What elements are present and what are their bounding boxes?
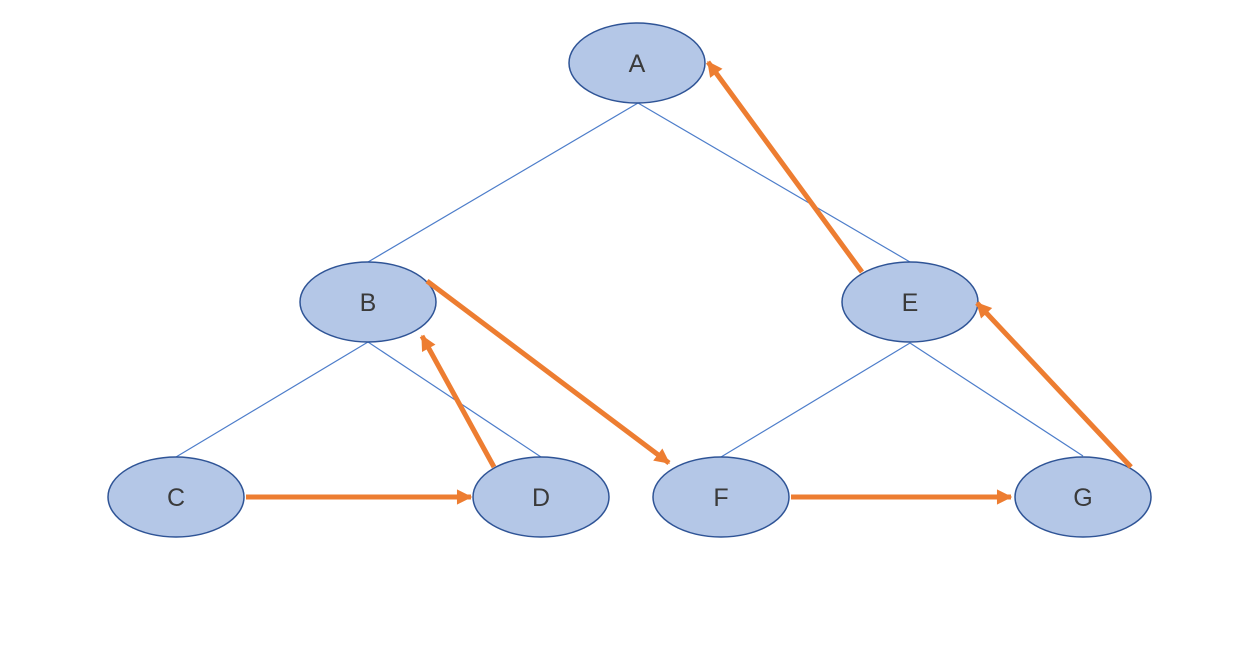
node-C: C [107, 456, 245, 538]
node-E-ellipse [841, 261, 979, 343]
node-D: D [472, 456, 610, 538]
tree-edge-E-G [909, 342, 1084, 457]
traversal-arrow-D-B [419, 334, 497, 469]
node-F-label: F [713, 484, 728, 512]
tree-edge-E-F [720, 342, 911, 458]
traversal-arrows-layer [246, 60, 1133, 505]
tree-edge-A-B [367, 102, 639, 263]
tree-edges-layer [175, 102, 1084, 458]
node-E-label: E [902, 289, 919, 317]
node-D-label: D [532, 484, 550, 512]
node-F-ellipse [652, 456, 790, 538]
node-C-label: C [167, 484, 185, 512]
node-C-ellipse [107, 456, 245, 538]
node-G-ellipse [1014, 456, 1152, 538]
node-E: E [841, 261, 979, 343]
traversal-arrow-G-E [975, 301, 1133, 469]
node-D-ellipse [472, 456, 610, 538]
tree-nodes-layer: A B E C D F G [107, 22, 1152, 538]
node-B-ellipse [299, 261, 437, 343]
traversal-arrow-B-F [425, 279, 671, 465]
node-A-label: A [629, 50, 646, 78]
node-F: F [652, 456, 790, 538]
node-A-ellipse [568, 22, 706, 104]
tree-edge-B-C [175, 341, 369, 458]
node-G: G [1014, 456, 1152, 538]
node-G-label: G [1073, 484, 1092, 512]
node-B: B [299, 261, 437, 343]
traversal-arrow-E-A [705, 60, 865, 274]
node-A: A [568, 22, 706, 104]
tree-edge-A-E [637, 102, 911, 263]
node-B-label: B [360, 289, 377, 317]
